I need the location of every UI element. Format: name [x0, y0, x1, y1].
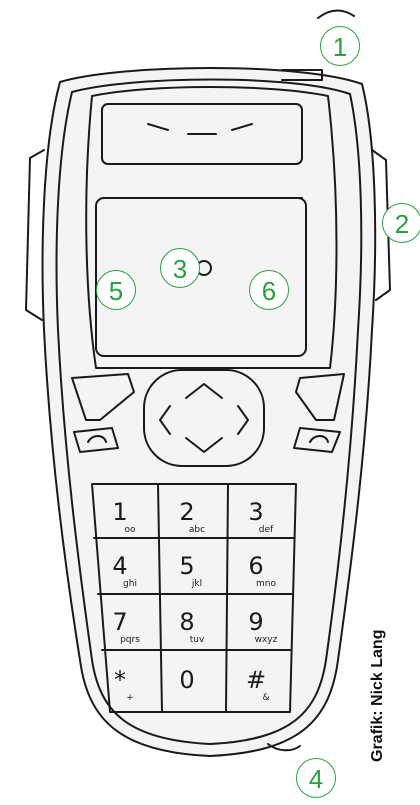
key-digit-10: * — [114, 666, 126, 694]
key-digit-5: 5 — [179, 552, 194, 580]
key-letters-6: mno — [256, 579, 276, 589]
callout-2: 2 — [382, 203, 420, 243]
callout-4: 4 — [296, 758, 336, 798]
key-digit-12: # — [246, 666, 266, 694]
key-digit-4: 4 — [112, 552, 127, 580]
callout-3: 3 — [160, 248, 200, 288]
callout-5: 5 — [96, 270, 136, 310]
key-letters-7: pqrs — [120, 635, 140, 645]
key-letters-9: wxyz — [255, 635, 278, 645]
top-arc — [318, 10, 354, 18]
callout-6: 6 — [249, 270, 289, 310]
key-digit-7: 7 — [112, 608, 127, 636]
key-letters-10: + — [126, 693, 134, 703]
callout-1: 1 — [320, 26, 360, 66]
key-letters-2: abc — [189, 525, 205, 535]
key-digit-2: 2 — [179, 498, 194, 526]
key-digit-9: 9 — [248, 608, 263, 636]
image-credit: Grafik: Nick Lang — [369, 630, 387, 762]
key-letters-8: tuv — [190, 635, 205, 645]
key-digit-11: 0 — [179, 666, 194, 694]
key-letters-12: & — [262, 693, 269, 703]
key-digit-1: 1 — [112, 498, 127, 526]
key-letters-1: oo — [124, 525, 136, 535]
key-letters-3: def — [259, 525, 274, 535]
key-digit-8: 8 — [179, 608, 194, 636]
key-digit-6: 6 — [248, 552, 263, 580]
key-letters-5: jkl — [191, 579, 202, 589]
key-letters-4: ghi — [123, 579, 137, 589]
left-side-grip — [26, 150, 44, 320]
phone-body — [43, 68, 376, 756]
key-digit-3: 3 — [248, 498, 263, 526]
